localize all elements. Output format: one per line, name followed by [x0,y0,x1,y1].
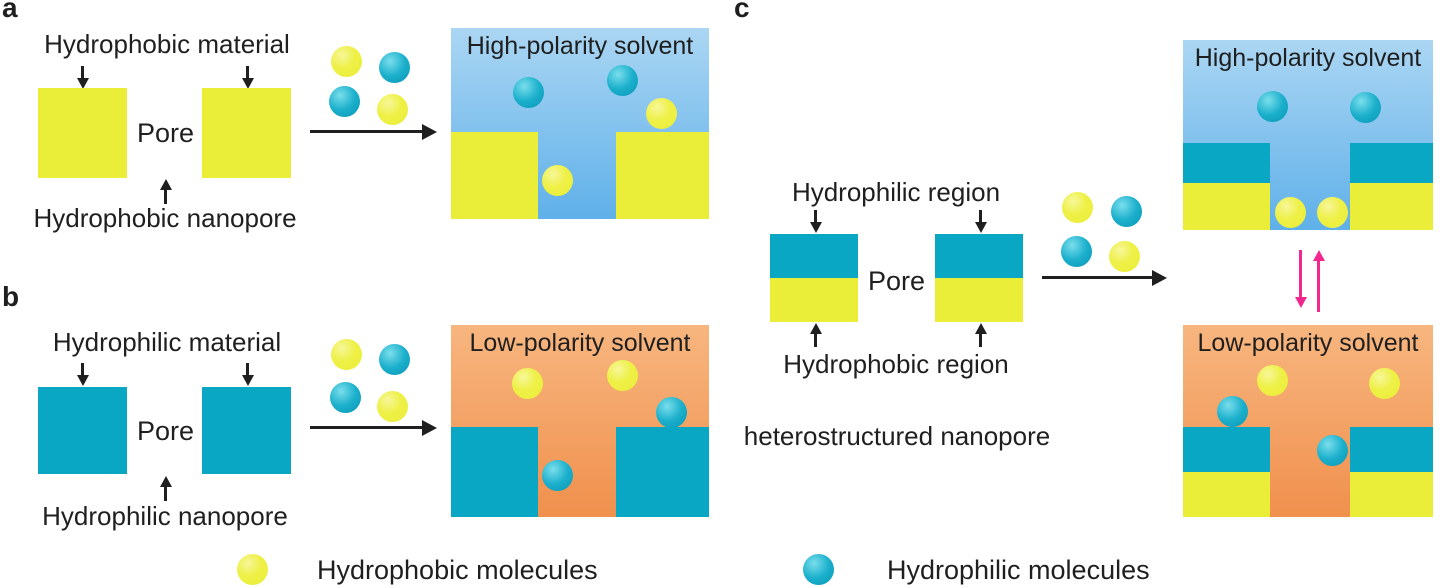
hydrophobic-molecule [1275,197,1306,228]
down-arrow-icon [81,363,84,375]
hydrophobic-block-right [616,132,709,219]
hydrophilic-molecule [607,65,638,96]
hydrophilic-region-left [1183,143,1270,183]
hydrophilic-molecule [1317,435,1348,466]
hydrophilic-molecule [656,397,687,428]
panel-c-nanopore-label: heterostructured nanopore [743,421,1051,451]
down-arrow-icon [246,66,249,78]
hydrophobic-molecule [331,46,362,77]
hydrophilic-molecule [1217,396,1248,427]
panel-c-label: c [734,0,750,23]
down-arrow-icon [814,210,817,222]
hydrophilic-region-left [1183,427,1270,472]
hydrophilic-region-right [935,234,1023,278]
hydrophilic-molecule [1061,236,1092,267]
panel-c-low-polarity-box: Low-polarity solvent [1183,325,1433,517]
hydrophilic-molecule [1257,91,1288,122]
hydrophilic-molecule [542,460,573,491]
panel-a-nanopore-label: Hydrophobic nanopore [33,203,297,233]
panel-b-solvent-title: Low-polarity solvent [469,329,691,357]
panel-a-solvent-title: High-polarity solvent [466,32,694,60]
down-arrow-icon [246,363,249,375]
hydrophobic-molecule [542,165,573,196]
hydrophobic-region-left [1183,472,1270,517]
hydrophilic-region-right [1350,427,1433,472]
hydrophilic-molecule [379,52,410,83]
hydrophilic-region-right [1350,143,1433,183]
panel-a-pore-label: Pore [136,118,195,148]
down-arrow-icon [979,210,982,222]
exchange-down-arrow-icon [1299,250,1302,297]
panel-c-low-solvent-title: Low-polarity solvent [1197,329,1419,357]
panel-a-material-label: Hydrophobic material [44,29,290,59]
hydrophilic-molecule [329,86,360,117]
panel-c-high-polarity-box: High-polarity solvent [1183,40,1433,230]
hydrophobic-molecule [377,391,408,422]
up-arrow-icon [979,334,982,347]
panel-a-high-polarity-box: High-polarity solvent [451,28,709,219]
right-arrow-icon [1042,276,1152,279]
hydrophobic-molecule [607,360,638,391]
down-arrow-icon [81,66,84,78]
hydrophobic-molecule [377,94,408,125]
hydrophobic-block-left [38,88,127,178]
hydrophobic-molecule [1369,368,1400,399]
hydrophobic-legend-label: Hydrophobic molecules [317,555,598,585]
hydrophobic-molecule [331,339,362,370]
hydrophobic-region-left [770,278,858,322]
panel-b-label: b [2,281,20,312]
panel-a-label: a [2,0,18,23]
up-arrow-icon [814,334,817,347]
panel-c-pore-label: Pore [867,266,926,296]
hydrophobic-legend-swatch [237,554,268,585]
hydrophilic-molecule [1111,196,1142,227]
hydrophobic-region-right [935,278,1023,322]
exchange-up-arrow-icon [1317,261,1320,312]
hydrophobic-molecule [1257,365,1288,396]
up-arrow-icon [164,487,167,501]
hydrophobic-molecule [1317,197,1348,228]
hydrophilic-region-left [770,234,858,278]
hydrophilic-molecule [1350,92,1381,123]
hydrophilic-legend-swatch [803,554,834,585]
panel-b-nanopore-label: Hydrophilic nanopore [42,501,288,531]
hydrophobic-block-left [451,132,538,219]
hydrophobic-region-right [1350,183,1433,230]
hydrophilic-molecule [513,77,544,108]
hydrophilic-block-right [202,387,291,474]
hydrophilic-block-left [38,387,127,474]
hydrophobic-region-left [1183,183,1270,230]
hydrophobic-molecule [1062,192,1093,223]
hydrophobic-molecule [646,98,677,129]
panel-c-high-solvent-title: High-polarity solvent [1194,44,1422,72]
up-arrow-icon [164,190,167,204]
hydrophilic-block-left [451,427,538,517]
hydrophobic-block-right [202,88,291,178]
panel-c-hydrophilic-region-label: Hydrophilic region [791,177,1001,207]
hydrophilic-molecule [330,382,361,413]
hydrophobic-molecule [512,368,543,399]
panel-c-hydrophobic-region-label: Hydrophobic region [783,349,1009,379]
hydrophilic-block-right [616,427,709,517]
right-arrow-icon [310,426,422,429]
hydrophobic-region-right [1350,472,1433,517]
hydrophilic-molecule [379,344,410,375]
panel-b-low-polarity-box: Low-polarity solvent [451,325,709,517]
hydrophilic-legend-label: Hydrophilic molecules [887,555,1150,585]
panel-b-material-label: Hydrophilic material [52,327,282,357]
panel-b-pore-label: Pore [136,416,195,446]
hydrophobic-molecule [1109,241,1140,272]
right-arrow-icon [310,130,422,133]
